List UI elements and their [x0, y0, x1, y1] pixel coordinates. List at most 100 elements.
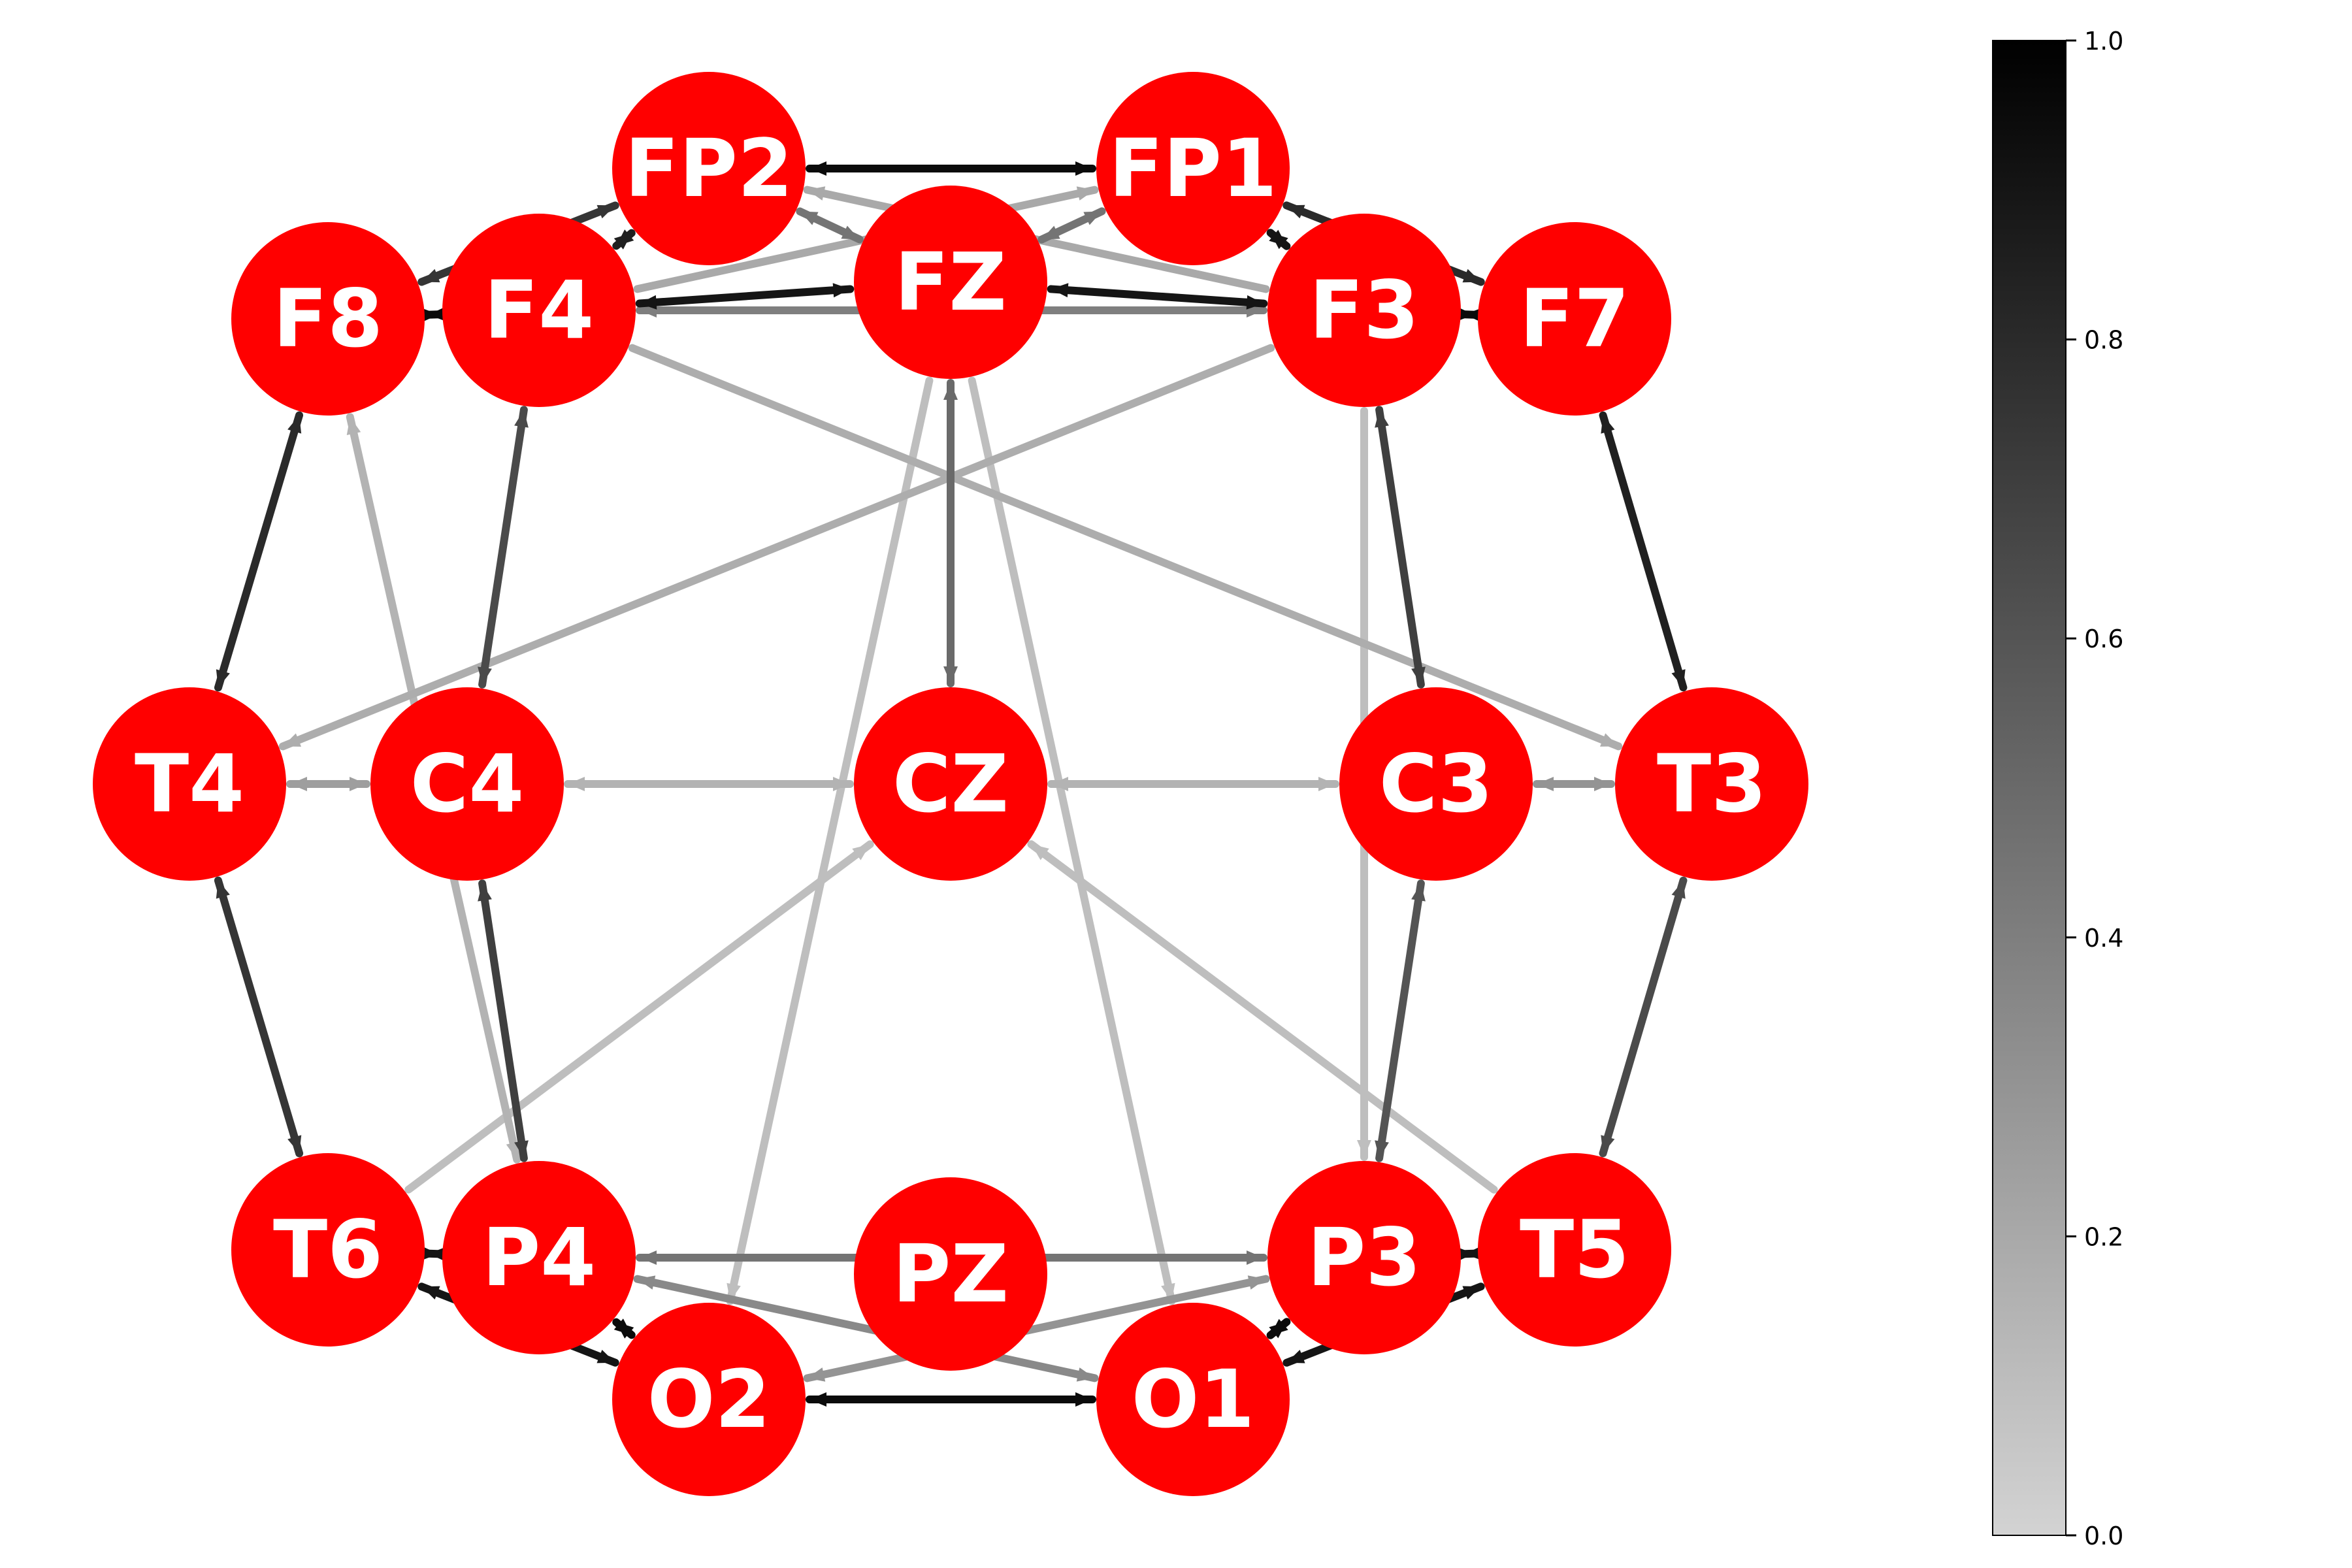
edge-arrowhead: [1375, 410, 1389, 428]
edge-arrowhead: [809, 161, 826, 176]
node-label: T4: [135, 738, 244, 830]
edge-arrowhead: [568, 777, 585, 791]
edge-arrowhead: [1601, 1135, 1615, 1154]
edge-fp1-fz: [1037, 207, 1106, 244]
edge-arrowhead: [637, 1275, 656, 1290]
edge-arrowhead: [1375, 1140, 1389, 1158]
colorbar-tick-label: 0.6: [2084, 625, 2123, 653]
edge-p3-t5: [1456, 1246, 1482, 1262]
node-fp1: FP1: [1096, 72, 1290, 265]
node-t3: T3: [1615, 687, 1808, 881]
edge-arrowhead: [514, 1140, 529, 1158]
node-t5: T5: [1478, 1153, 1671, 1347]
edge-arrowhead: [1075, 1392, 1092, 1407]
node-label: FP2: [625, 122, 793, 215]
node-label: F7: [1520, 272, 1629, 365]
edge-arrowhead: [428, 306, 446, 321]
edge-line: [1599, 411, 1688, 692]
edge-arrowhead: [282, 733, 302, 747]
node-label: CZ: [892, 738, 1009, 830]
edge-line: [278, 344, 1275, 751]
colorbar-tick-label: 0.8: [2084, 326, 2123, 355]
edge-arrowhead: [1051, 283, 1069, 298]
node-circle: [854, 687, 1047, 881]
edge-fp2-f4: [612, 229, 636, 250]
node-circle: [442, 1161, 636, 1354]
colorbar-tick-label: 0.4: [2084, 924, 2123, 953]
edge-fz-f3: [1047, 283, 1268, 310]
edge-arrowhead: [1462, 1286, 1481, 1299]
node-label: F8: [273, 272, 383, 365]
edge-arrowhead: [640, 1250, 657, 1265]
edge-line: [478, 406, 528, 689]
edge-line: [968, 376, 1176, 1305]
node-circle: [1615, 687, 1808, 881]
node-label: P4: [482, 1211, 596, 1304]
edge-t6-cz: [404, 840, 874, 1194]
node-label: C4: [410, 738, 524, 830]
edge-arrowhead: [807, 1367, 826, 1382]
edge-t4-t6: [214, 876, 304, 1158]
edge-arrowhead: [290, 777, 307, 791]
node-circle: [1096, 72, 1290, 265]
edge-arrowhead: [800, 211, 819, 225]
edge-arrowhead: [809, 1392, 826, 1407]
edge-arrowhead: [346, 417, 361, 436]
edge-arrowhead: [1411, 666, 1426, 685]
edge-arrowhead: [421, 1286, 440, 1300]
edge-arrowhead: [478, 666, 492, 685]
edge-arrowhead: [1076, 1367, 1095, 1382]
edge-arrowhead: [1464, 308, 1482, 323]
edge-arrowhead: [1247, 1250, 1264, 1265]
edge-arrowhead: [943, 383, 958, 400]
colorbar-tick-label: 0.0: [2084, 1522, 2123, 1550]
node-circle: [612, 72, 806, 265]
node-label: FZ: [894, 236, 1007, 329]
edge-f8-f4: [421, 306, 446, 323]
node-circle: [854, 186, 1047, 379]
edge-arrowhead: [478, 883, 492, 902]
node-c4: C4: [370, 687, 564, 881]
edge-arrowhead: [832, 283, 851, 298]
edge-fp2-fz: [796, 207, 864, 244]
edge-f7-t3: [1599, 411, 1688, 692]
edge-arrowhead: [616, 1322, 634, 1339]
node-pz: PZ: [854, 1177, 1047, 1371]
edge-arrowhead: [841, 225, 860, 240]
edge-arrowhead: [1462, 269, 1481, 283]
edge-f3-c3: [1375, 406, 1426, 689]
node-label: T5: [1520, 1203, 1629, 1296]
edge-t4-c4: [286, 777, 370, 791]
edge-fp2-fp1: [806, 161, 1096, 176]
node-circle: [370, 687, 564, 881]
edge-arrowhead: [1456, 1247, 1475, 1262]
edge-arrowhead: [428, 1247, 446, 1262]
node-circle: [1339, 687, 1533, 881]
node-circle: [93, 687, 286, 881]
edge-f8-t4: [214, 411, 304, 692]
edge-arrowhead: [1075, 161, 1092, 176]
edge-t6-p4: [421, 1246, 446, 1262]
node-circle: [1478, 222, 1671, 416]
edge-c3-t3: [1533, 777, 1615, 791]
node-label: F4: [484, 264, 594, 357]
edge-arrowhead: [1671, 669, 1686, 688]
edge-line: [628, 344, 1623, 751]
edge-arrowhead: [287, 1135, 302, 1154]
edge-arrowhead: [1051, 777, 1068, 791]
edge-arrowhead: [807, 186, 826, 201]
edge-arrowhead: [1357, 1140, 1371, 1157]
node-label: T3: [1657, 738, 1767, 830]
node-f3: F3: [1267, 214, 1461, 407]
edge-arrowhead: [639, 295, 657, 310]
edge-arrowhead: [943, 666, 958, 683]
node-circle: [1267, 214, 1461, 407]
edge-line: [1027, 840, 1498, 1194]
edge-arrowhead: [1286, 1350, 1305, 1364]
edge-line: [633, 1275, 1099, 1382]
edge-t5-cz: [1027, 840, 1498, 1194]
edge-arrowhead: [1031, 844, 1049, 860]
node-p4: P4: [442, 1161, 636, 1354]
node-o2: O2: [612, 1303, 806, 1496]
node-circle: [231, 1153, 425, 1347]
